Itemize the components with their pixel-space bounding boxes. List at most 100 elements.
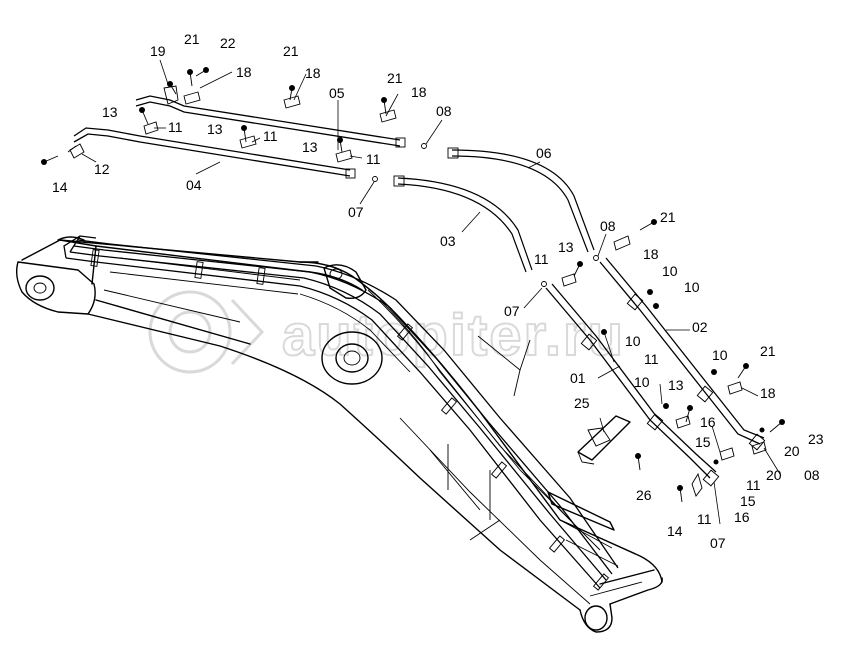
bolt-icon (139, 107, 149, 125)
washer-icon (711, 369, 717, 375)
boom-pipes (63, 235, 619, 591)
elbow-12-icon (67, 145, 77, 153)
callout-21: 21 (760, 343, 776, 359)
bolt-icon (337, 137, 343, 153)
bolt-icon (381, 97, 387, 115)
boom-structure (15, 236, 663, 633)
washer-icon (663, 403, 669, 409)
callout-05: 05 (329, 85, 345, 101)
bolt-icon (195, 67, 209, 77)
callout-18: 18 (305, 65, 321, 81)
bolt-icon (685, 405, 693, 423)
leader-lines (81, 59, 781, 525)
callout-22: 22 (220, 35, 236, 51)
callout-11: 11 (746, 477, 761, 493)
callout-18: 18 (760, 385, 776, 401)
clamp-plate-icon (69, 143, 85, 159)
callout-08: 08 (436, 103, 452, 119)
clamp-plate-icon (727, 381, 743, 395)
callout-11: 11 (644, 351, 659, 367)
callout-10: 10 (684, 279, 700, 295)
callout-13: 13 (668, 377, 684, 393)
callout-20: 20 (766, 467, 782, 483)
callout-13: 13 (207, 121, 223, 137)
callout-25: 25 (574, 395, 590, 411)
callout-26: 26 (636, 487, 652, 503)
callout-13: 13 (558, 239, 574, 255)
callout-14: 14 (52, 179, 68, 195)
callout-23: 23 (808, 431, 824, 447)
hardware-parts (41, 67, 785, 503)
washer-icon (647, 289, 653, 295)
callout-11: 11 (534, 251, 549, 267)
callout-21: 21 (184, 31, 200, 47)
callout-02: 02 (692, 319, 708, 335)
bolt-icon (677, 485, 683, 503)
bracket-19-icon (163, 85, 179, 105)
callout-07: 07 (504, 303, 520, 319)
lower-pipe-assembly (545, 257, 766, 487)
callout-13: 13 (302, 139, 318, 155)
callout-11: 11 (263, 128, 278, 144)
bolt-icon (41, 155, 59, 165)
clamp-plate-icon (675, 415, 691, 429)
clamp-plate-icon (183, 91, 201, 105)
bolt-icon (241, 125, 247, 143)
bolt-icon (167, 81, 177, 95)
callout-20: 20 (784, 443, 800, 459)
callout-04: 04 (186, 177, 202, 193)
bolt-icon (573, 261, 583, 277)
callout-18: 18 (411, 84, 427, 100)
watermark-text: autopiter.ru (282, 303, 625, 368)
callout-21: 21 (660, 209, 676, 225)
clamp-plate-icon (335, 149, 353, 163)
callout-10: 10 (662, 263, 678, 279)
bolt-icon (187, 69, 193, 87)
callout-01: 01 (570, 370, 586, 386)
clamp-plate-icon (751, 441, 767, 455)
clamp-plate-icon (613, 235, 631, 251)
washer-icon (759, 427, 765, 433)
callout-08: 08 (804, 467, 820, 483)
callout-18: 18 (643, 246, 659, 262)
bolt-icon (769, 419, 785, 433)
clamp-plate-icon (283, 95, 301, 109)
callout-11: 11 (366, 151, 381, 167)
callout-11: 11 (697, 511, 712, 527)
callout-10: 10 (712, 347, 728, 363)
callout-10: 10 (625, 333, 641, 349)
callout-labels: 19 21 22 18 21 18 05 21 18 08 13 11 13 1… (52, 31, 824, 551)
washer-icon (601, 329, 607, 335)
callout-21: 21 (283, 43, 299, 59)
callout-12: 12 (94, 161, 110, 177)
callout-07: 07 (710, 535, 726, 551)
clamp-plate-icon (719, 447, 735, 461)
clamp-plate-icon (691, 472, 703, 497)
upper-pipe-assembly (73, 95, 599, 287)
washer-icon (713, 459, 719, 465)
watermark: autopiter.ru (148, 290, 625, 374)
callout-16: 16 (700, 414, 716, 430)
clamp-plate-icon (379, 109, 397, 123)
bolt-icon (737, 363, 749, 379)
callout-15: 15 (740, 493, 756, 509)
bolt-icon (635, 453, 641, 471)
callout-14: 14 (667, 523, 683, 539)
pipe-clamps (90, 249, 610, 591)
callout-18: 18 (236, 64, 252, 80)
callout-08: 08 (600, 218, 616, 234)
callout-16: 16 (734, 509, 750, 525)
bracket-25 (577, 415, 631, 465)
callout-13: 13 (102, 104, 118, 120)
callout-03: 03 (440, 233, 456, 249)
clamp-plate-icon (143, 121, 159, 135)
clamp-plate-icon (239, 135, 257, 149)
callout-21: 21 (387, 70, 403, 86)
bolt-icon (639, 219, 657, 231)
washer-icon (653, 303, 659, 309)
callout-15: 15 (695, 434, 711, 450)
callout-11: 11 (168, 119, 183, 135)
callout-10: 10 (634, 374, 650, 390)
callout-07: 07 (348, 204, 364, 220)
